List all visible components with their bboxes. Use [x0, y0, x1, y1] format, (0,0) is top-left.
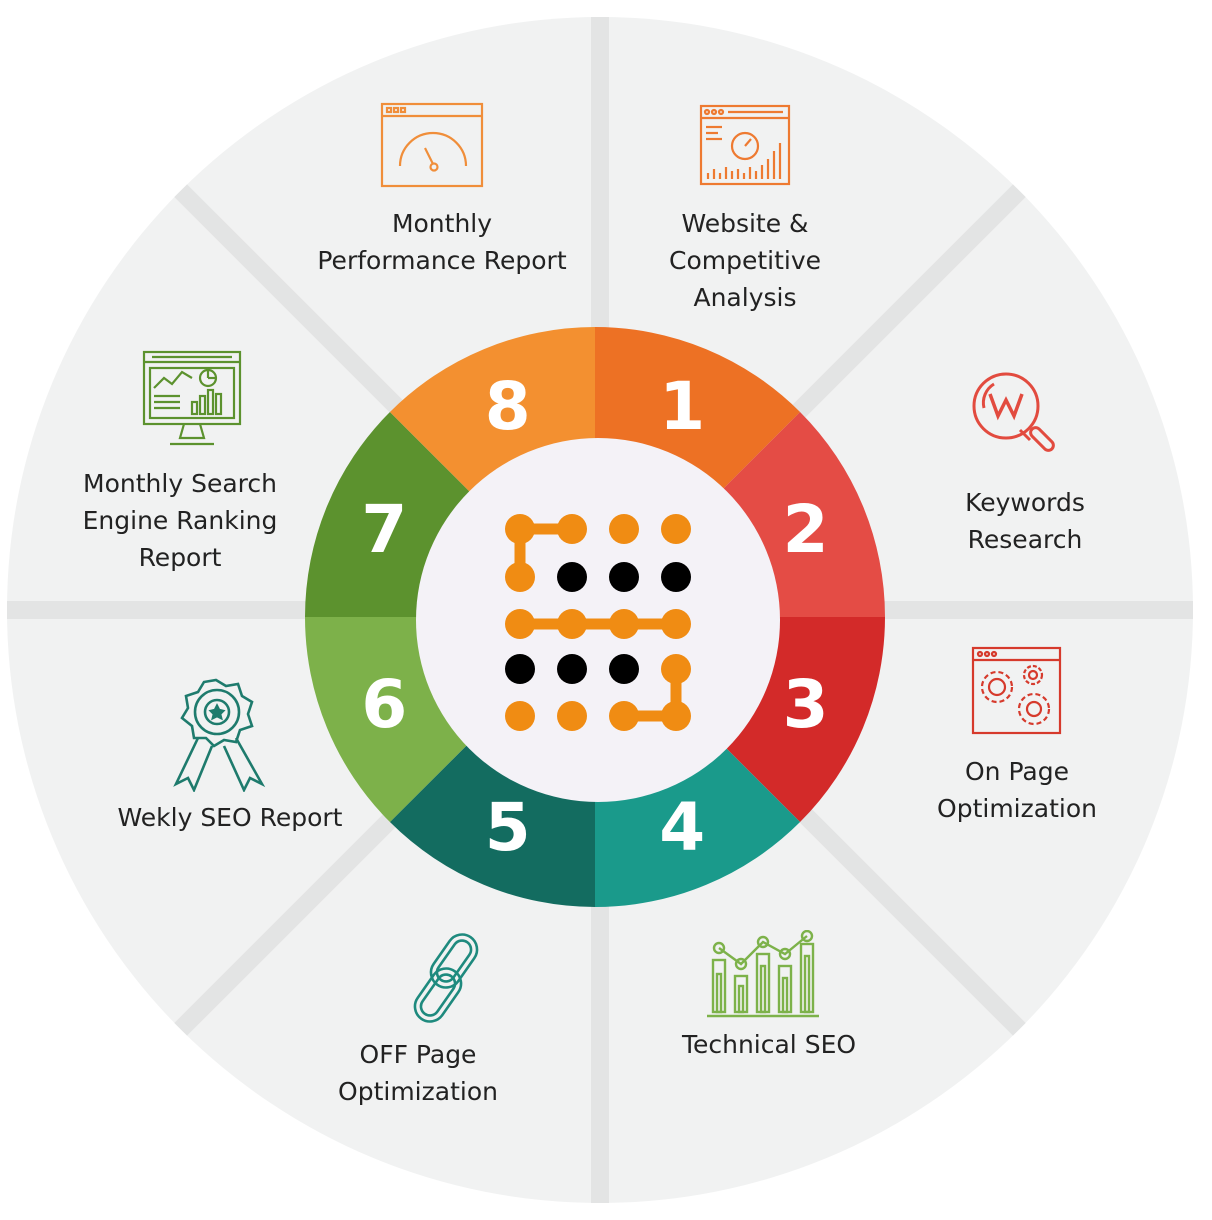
brand-logo-icon	[505, 514, 691, 731]
logo-dot	[557, 562, 587, 592]
logo-dot	[661, 562, 691, 592]
logo-dot	[609, 562, 639, 592]
sector-dividers	[7, 17, 1193, 1203]
logo-dot	[609, 609, 639, 639]
sector-divider	[784, 794, 1026, 1036]
step-number-8: 8	[485, 368, 531, 445]
logo-dot	[661, 701, 691, 731]
logo-dot	[557, 514, 587, 544]
logo-dot	[557, 701, 587, 731]
chain-link-icon	[413, 933, 479, 1023]
sector-divider	[784, 184, 1026, 426]
step-number-7: 7	[361, 491, 407, 568]
logo-dot	[609, 654, 639, 684]
logo-dot	[609, 514, 639, 544]
step-number-5: 5	[485, 789, 531, 866]
step-6-label: Wekly SEO Report	[117, 803, 343, 832]
step-3-label: On Page Optimization	[937, 757, 1097, 823]
logo-dot	[661, 654, 691, 684]
sector-divider	[174, 794, 416, 1036]
step-2-label: Keywords Research	[965, 488, 1085, 554]
logo-dot	[609, 701, 639, 731]
step-number-6: 6	[361, 666, 407, 743]
step-number-4: 4	[659, 789, 705, 866]
logo-dot	[505, 514, 535, 544]
logo-dot	[505, 654, 535, 684]
logo-dot	[661, 609, 691, 639]
step-5-label: OFF Page Optimization	[338, 1040, 498, 1106]
logo-dot	[557, 654, 587, 684]
website-dashboard-icon	[699, 104, 791, 186]
step-number-3: 3	[783, 666, 829, 743]
speedometer-window-icon	[380, 102, 484, 188]
settings-gears-icon	[971, 646, 1062, 735]
bar-line-chart-icon	[707, 930, 819, 1018]
logo-dot	[505, 562, 535, 592]
step-1-label: Website & Competitive Analysis	[668, 209, 822, 312]
step-8-label: Monthly Performance Report	[317, 209, 567, 275]
step-4-label: Technical SEO	[681, 1030, 857, 1059]
sector-divider	[174, 184, 416, 426]
logo-dot	[557, 609, 587, 639]
monitor-analytics-icon	[142, 350, 242, 446]
logo-dot	[505, 609, 535, 639]
award-ribbon-icon	[173, 678, 266, 792]
step-7-label: Monthly Search Engine Ranking Report	[82, 469, 278, 572]
step-number-2: 2	[783, 491, 829, 568]
logo-dot	[505, 701, 535, 731]
logo-dot	[661, 514, 691, 544]
keyword-search-icon	[972, 372, 1055, 452]
step-number-1: 1	[659, 368, 705, 445]
